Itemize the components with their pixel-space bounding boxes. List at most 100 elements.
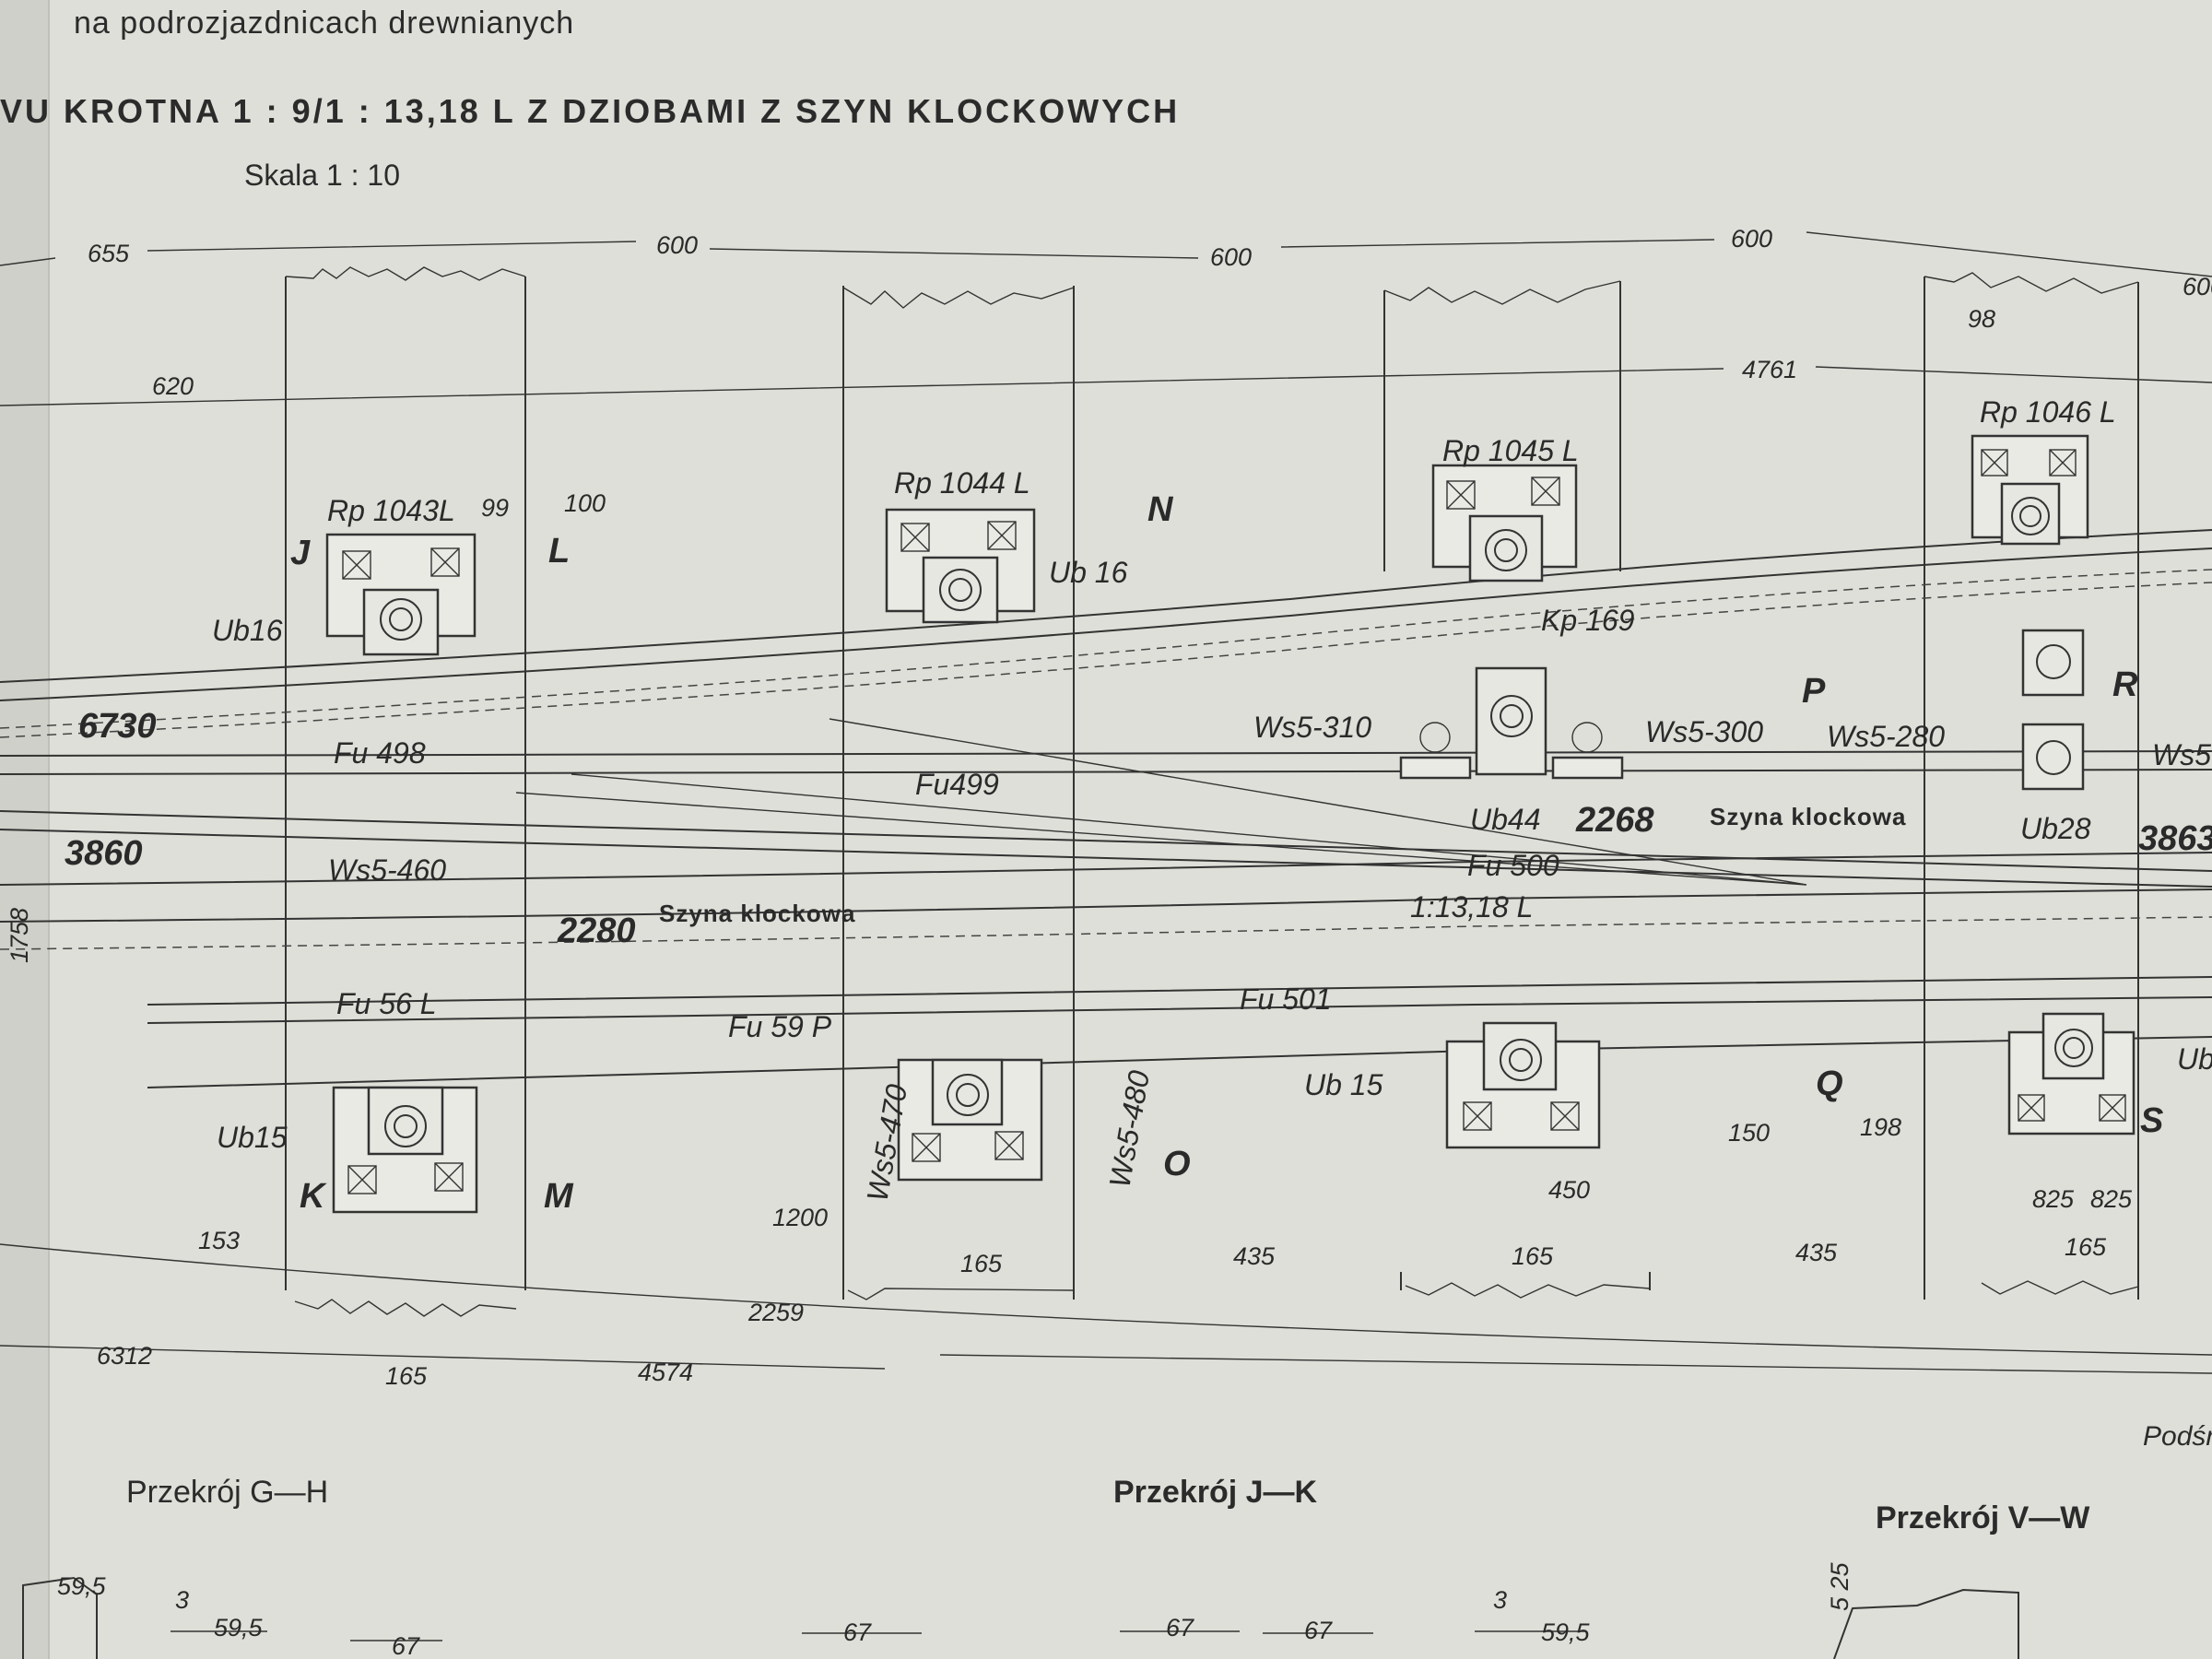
- dim-600-a: 600: [656, 231, 698, 259]
- dim-3-b: 3: [1493, 1586, 1507, 1614]
- top-dim-line: [0, 231, 2212, 277]
- dim-198: 198: [1860, 1113, 1901, 1141]
- plate-label-kp169: Kp 169: [1541, 604, 1635, 637]
- plate-right-mid: [2021, 629, 2085, 791]
- dim-435-b: 435: [1795, 1239, 1838, 1266]
- section-mark-j: J: [290, 534, 311, 572]
- corner-label: Podśr: [2143, 1421, 2212, 1452]
- sleeper-1: [285, 266, 526, 1317]
- part-label-ub15-mid: Ub 15: [1304, 1068, 1383, 1101]
- dim-6312: 6312: [97, 1342, 152, 1370]
- section-mark-s: S: [2140, 1101, 2163, 1140]
- sleeper-2: [842, 286, 1075, 1300]
- rail-foot-dashed-2: [0, 582, 2212, 738]
- dim-3863: 3863: [2138, 819, 2212, 858]
- plate-bottom-3: [1445, 1021, 1601, 1149]
- dim-2280: 2280: [557, 912, 636, 950]
- subtitle: na podrozjazdnicach drewnianych: [74, 6, 575, 41]
- rail-lower-1: [0, 852, 2212, 886]
- dim-6730: 6730: [78, 707, 157, 746]
- bottom-dim-line: [0, 1345, 2212, 1374]
- frog-line: [515, 718, 1807, 886]
- part-label-ws5-300: Ws5-300: [1645, 715, 1763, 748]
- dim-4761: 4761: [1742, 356, 1797, 383]
- dim-600-b: 600: [1210, 243, 1252, 271]
- sleeper-3: [1383, 280, 1651, 1299]
- dim-655: 655: [88, 240, 130, 267]
- dim-5-25: 5 25: [1826, 1561, 1853, 1611]
- dim-165-c: 165: [1512, 1242, 1554, 1270]
- rail-lower-4: [147, 996, 2212, 1024]
- scale-label: Skala 1 : 10: [244, 159, 400, 192]
- rail-straight-4: [0, 829, 2212, 888]
- dim-67-c: 67: [1166, 1614, 1194, 1641]
- dim-67-a: 67: [392, 1632, 420, 1659]
- plate-kp169: [1399, 666, 1624, 780]
- rail-foot-dashed-1: [0, 569, 2212, 729]
- section-mark-q: Q: [1816, 1065, 1843, 1103]
- dim-59-5-a: 59,5: [57, 1572, 107, 1600]
- section-label-jk: Przekrój J—K: [1113, 1475, 1318, 1510]
- dim-825-b: 825: [2090, 1185, 2133, 1213]
- plate-rp1045: [1431, 464, 1578, 582]
- plate-rp1043: [325, 533, 477, 656]
- part-label-ub15-left: Ub15: [217, 1121, 288, 1154]
- part-label-ratio: 1:13,18 L: [1410, 890, 1533, 924]
- dim-4574: 4574: [638, 1359, 693, 1386]
- dim-600-d: 600: [2183, 273, 2212, 300]
- section-gh-outline: [22, 1576, 98, 1659]
- part-label-ub28: Ub28: [2020, 812, 2091, 845]
- section-mark-r: R: [2112, 665, 2138, 704]
- plate-bottom-2: [897, 1058, 1043, 1182]
- rail-lower-3: [147, 976, 2212, 1006]
- dim-3860: 3860: [65, 834, 143, 873]
- part-label-fu499: Fu499: [915, 768, 999, 801]
- dim-600-c: 600: [1731, 225, 1772, 253]
- bottom-curve: [0, 1243, 2212, 1356]
- rail-label-klockowa-2: Szyna klockowa: [1710, 803, 1906, 830]
- section-vw-outline: [1833, 1588, 2019, 1659]
- plate-label-rp1044l: Rp 1044 L: [894, 466, 1030, 500]
- dim-153: 153: [198, 1227, 240, 1254]
- dim-98: 98: [1968, 305, 1995, 333]
- dim-150: 150: [1728, 1119, 1770, 1147]
- dim-825-a: 825: [2032, 1185, 2075, 1213]
- dim-165-b: 165: [960, 1250, 1003, 1277]
- dim-2259: 2259: [747, 1299, 804, 1326]
- dim-1758: 1758: [6, 908, 33, 963]
- part-label-ws5-470: Ws5-470: [860, 1082, 913, 1205]
- dim-2268: 2268: [1575, 801, 1654, 840]
- part-label-fu500: Fu 500: [1467, 849, 1559, 882]
- rail-straight-2: [0, 769, 2212, 775]
- part-label-ws5-280: Ws5-280: [1827, 720, 1945, 753]
- section-label-gh: Przekrój G—H: [126, 1475, 329, 1510]
- sleeper-4: [1924, 272, 2139, 1300]
- plate-label-rp1046l: Rp 1046 L: [1980, 395, 2116, 429]
- part-label-ub-right: Ub: [2177, 1042, 2212, 1076]
- dim-59-5-b: 59,5: [214, 1614, 264, 1641]
- plate-bottom-1: [332, 1086, 478, 1214]
- rail-straight-1: [0, 750, 2212, 757]
- rail-lower-2: [0, 888, 2212, 923]
- section-gh-dims: [171, 1630, 442, 1641]
- rail-outer-top-2: [0, 547, 2212, 701]
- dim-165-d: 165: [2065, 1233, 2107, 1261]
- plate-bottom-4: [2007, 1012, 2136, 1135]
- part-label-ws5-2: Ws5-2: [2152, 738, 2212, 771]
- dim-435-a: 435: [1233, 1242, 1276, 1270]
- dim-99: 99: [481, 494, 509, 522]
- part-label-ub44: Ub44: [1470, 803, 1541, 836]
- section-label-vw: Przekrój V—W: [1876, 1500, 2090, 1535]
- dim-67-b: 67: [843, 1618, 872, 1646]
- part-label-fu59p: Fu 59 P: [728, 1010, 832, 1043]
- section-mark-o: O: [1163, 1145, 1191, 1183]
- plate-rp1046: [1971, 434, 2089, 546]
- part-label-ws5-310: Ws5-310: [1253, 711, 1371, 744]
- dim-620: 620: [152, 372, 194, 400]
- section-mark-l: L: [548, 532, 570, 571]
- dim-165-a: 165: [385, 1362, 428, 1390]
- section-mark-p: P: [1802, 672, 1826, 711]
